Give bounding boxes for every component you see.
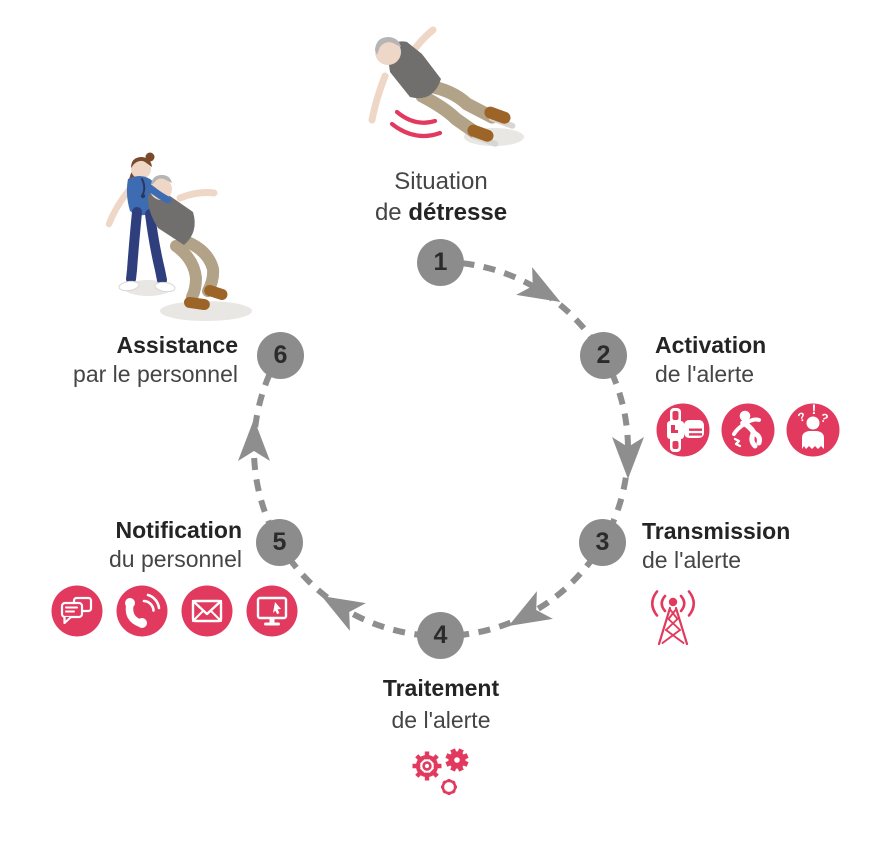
step-node-4: 4 (417, 612, 464, 659)
radio-antenna-icon (650, 590, 696, 646)
step1-line2: de détresse (374, 199, 508, 226)
motion-arc-icon (389, 121, 443, 139)
arrow-step2-to-step3-icon (612, 437, 644, 479)
arrow-step4-to-step5-icon (321, 596, 366, 631)
exclamation-mark: ! (812, 403, 817, 417)
person-confused-icon: ? ! ? (786, 403, 840, 457)
dashed-ring-path (250, 259, 631, 640)
step4-title: Traitement (382, 675, 500, 701)
step-node-3: 3 (579, 519, 626, 566)
step4-label: Traitement de l'alerte (321, 672, 561, 736)
step-node-5: 5 (256, 519, 303, 566)
arrow-step1-to-step2-icon (516, 267, 561, 302)
step6-title: Assistance (116, 332, 238, 358)
step4-subtitle: de l'alerte (391, 707, 491, 733)
arrow-step3-to-step4-icon (508, 591, 553, 626)
step6-label: Assistance par le personnel (73, 331, 238, 389)
computer-monitor-icon (246, 585, 298, 637)
step-node-6: 6 (257, 332, 304, 379)
chat-messages-icon (51, 585, 103, 637)
step5-label: Notification du personnel (109, 516, 242, 574)
gears-icon (412, 748, 469, 795)
phone-call-icon (116, 585, 168, 637)
notification-icon-row (51, 585, 298, 637)
step3-subtitle: de l'alerte (642, 547, 742, 573)
step5-title: Notification (115, 517, 243, 543)
step3-title: Transmission (642, 518, 791, 544)
step6-subtitle: par le personnel (73, 361, 238, 387)
motion-arc-icon (394, 109, 438, 125)
person-slipping-icon (721, 403, 775, 457)
step2-label: Activation de l'alerte (655, 331, 766, 389)
email-envelope-icon (181, 585, 233, 637)
caregiver-assisting-illustration (105, 152, 252, 321)
question-mark: ? (819, 410, 830, 426)
step1-line1: Situation (394, 168, 488, 195)
step-node-2: 2 (580, 332, 627, 379)
arrow-step5-to-step6-icon (238, 419, 270, 461)
step-node-1: 1 (417, 239, 464, 286)
question-mark: ? (796, 409, 807, 425)
step2-subtitle: de l'alerte (655, 361, 755, 387)
step2-title: Activation (655, 332, 767, 358)
step3-label: Transmission de l'alerte (642, 517, 790, 575)
wrist-button-press-icon (656, 403, 710, 457)
step5-subtitle: du personnel (109, 546, 242, 572)
step1-label: Situation de détresse (321, 166, 561, 228)
person-falling-illustration (368, 26, 524, 147)
activation-icon-row: ? ! ? (656, 403, 840, 457)
